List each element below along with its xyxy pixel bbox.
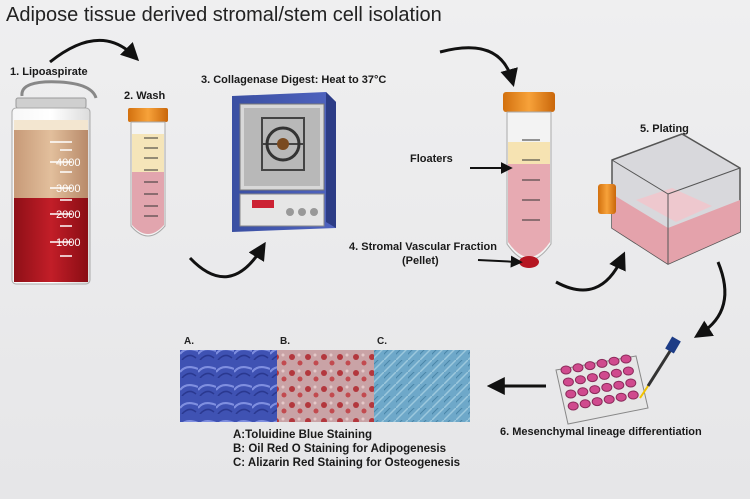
plate-well <box>603 394 615 404</box>
plate-well <box>601 382 613 392</box>
panel-label-c: C. <box>377 336 387 347</box>
oil-red-o-panel <box>277 350 374 422</box>
arrow-to-centrifuge <box>439 46 518 87</box>
plate-well <box>625 378 637 388</box>
centrifuge-tube <box>503 92 555 268</box>
plate-well <box>584 361 596 371</box>
legend-item-a: A:Toluidine Blue Staining <box>233 429 373 441</box>
plate-well <box>596 358 608 368</box>
step-4-sublabel: (Pellet) <box>402 255 439 267</box>
plate-well <box>608 356 620 366</box>
plate-well <box>613 380 625 390</box>
plate-well <box>586 373 598 383</box>
step-4-label: 4. Stromal Vascular Fraction <box>349 241 497 253</box>
arrow-to-plating <box>555 251 626 292</box>
plate-well <box>620 354 632 364</box>
plate-well <box>610 368 622 378</box>
alizarin-red-panel <box>374 350 470 422</box>
plate-well <box>562 377 574 387</box>
legend-item-b: B: Oil Red O Staining for Adipogenesis <box>233 443 446 455</box>
arrow-incubator-out <box>188 241 266 279</box>
plate-well <box>574 375 586 385</box>
incubator <box>232 92 336 232</box>
arrow-pellet <box>477 255 523 268</box>
cylinder-tick-1000: 1000 <box>56 237 80 249</box>
arrow-to-differentiation <box>693 261 727 338</box>
step-5-label: 5. Plating <box>640 123 689 135</box>
well-plate <box>555 354 649 425</box>
staining-legend: A:Toluidine Blue Staining B: Oil Red O S… <box>233 428 460 470</box>
plate-well <box>577 387 589 397</box>
cylinder-tick-2000: 2000 <box>56 209 80 221</box>
plate-well <box>615 392 627 402</box>
plate-well <box>622 366 634 376</box>
plate-well <box>627 390 639 400</box>
step-3-label: 3. Collagenase Digest: Heat to 37°C <box>201 74 387 86</box>
arrow-lipo-to-wash <box>49 38 140 64</box>
plate-well <box>579 399 591 409</box>
floaters-label: Floaters <box>410 153 453 165</box>
toluidine-blue-panel <box>180 350 277 422</box>
panel-label-b: B. <box>280 336 290 347</box>
plate-well <box>572 363 584 373</box>
panel-label-a: A. <box>184 336 194 347</box>
diagram-title: Adipose tissue derived stromal/stem cell… <box>6 4 442 26</box>
wash-tube <box>128 108 168 237</box>
step-1-label: 1. Lipoaspirate <box>10 66 88 78</box>
lipoaspirate-cylinder <box>11 80 98 285</box>
plate-well <box>598 370 610 380</box>
cylinder-tick-3000: 3000 <box>56 183 80 195</box>
step-6-label: 6. Mesenchymal lineage differentiation <box>500 426 702 438</box>
cylinder-tick-4000: 4000 <box>56 157 80 169</box>
plate-well <box>560 365 572 375</box>
plate-well <box>591 397 603 407</box>
legend-item-c: C: Alizarin Red Staining for Osteogenesi… <box>233 457 461 469</box>
plate-well <box>567 401 579 411</box>
plate-well <box>589 385 601 395</box>
pipette <box>639 336 681 399</box>
plate-well <box>565 389 577 399</box>
step-2-label: 2. Wash <box>124 90 166 102</box>
culture-flask <box>598 133 741 265</box>
